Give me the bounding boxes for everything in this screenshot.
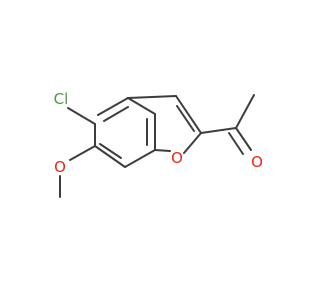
bond-ccarbonyl-o-double xyxy=(228,132,244,155)
bond-c2-o1 xyxy=(183,132,202,154)
molecule-structure: Cl O O O xyxy=(54,90,263,198)
bond-c4-cl xyxy=(67,107,96,125)
furan-oxygen-label: O xyxy=(171,149,183,167)
bond-c6-c5-inner xyxy=(99,143,122,159)
molecule-canvas: Cl O O O xyxy=(53,90,263,198)
carbonyl-oxygen-label: O xyxy=(251,153,263,171)
bond-c4-c3a xyxy=(97,97,129,116)
bond-c2-ccarbonyl xyxy=(200,127,237,134)
bond-c6-c5 xyxy=(94,145,126,168)
methoxy-oxygen-label: O xyxy=(54,158,66,176)
bond-c3-c2 xyxy=(175,95,202,134)
chlorine-atom-label: Cl xyxy=(54,90,69,108)
bond-c3a-c7a xyxy=(127,97,156,115)
bond-c3-c2-inner xyxy=(176,105,195,132)
bond-c4-c3a-inner xyxy=(103,106,129,122)
bond-ccarbonyl-o xyxy=(235,127,252,151)
bond-c7-c6 xyxy=(124,149,156,168)
bond-o1-c7a xyxy=(154,149,171,152)
bond-ccarbonyl-ch3 xyxy=(235,94,255,129)
bond-c3a-c3 xyxy=(127,95,177,99)
bond-c5-o xyxy=(69,145,96,161)
